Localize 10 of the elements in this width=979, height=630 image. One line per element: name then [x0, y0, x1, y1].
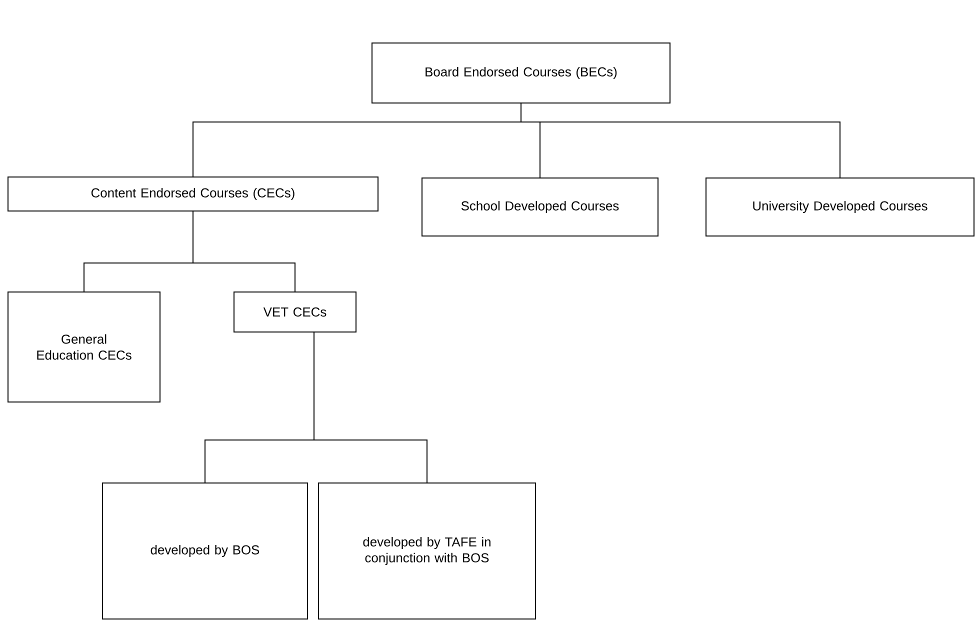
- course-box: General Education CECs: [8, 292, 160, 402]
- course-box: University Developed Courses: [706, 178, 974, 236]
- course-box: School Developed Courses: [422, 178, 658, 236]
- connector-line: [314, 332, 428, 483]
- course-box: Content Endorsed Courses (CECs): [8, 176, 378, 212]
- course-box: VET CECs: [234, 292, 356, 332]
- course-box: developed by BOS: [102, 482, 308, 620]
- course-box: Board Endorsed Courses (BECs): [372, 42, 670, 104]
- course-box: developed by TAFE in conjunction with BOS: [318, 482, 536, 620]
- connector-line: [192, 210, 296, 292]
